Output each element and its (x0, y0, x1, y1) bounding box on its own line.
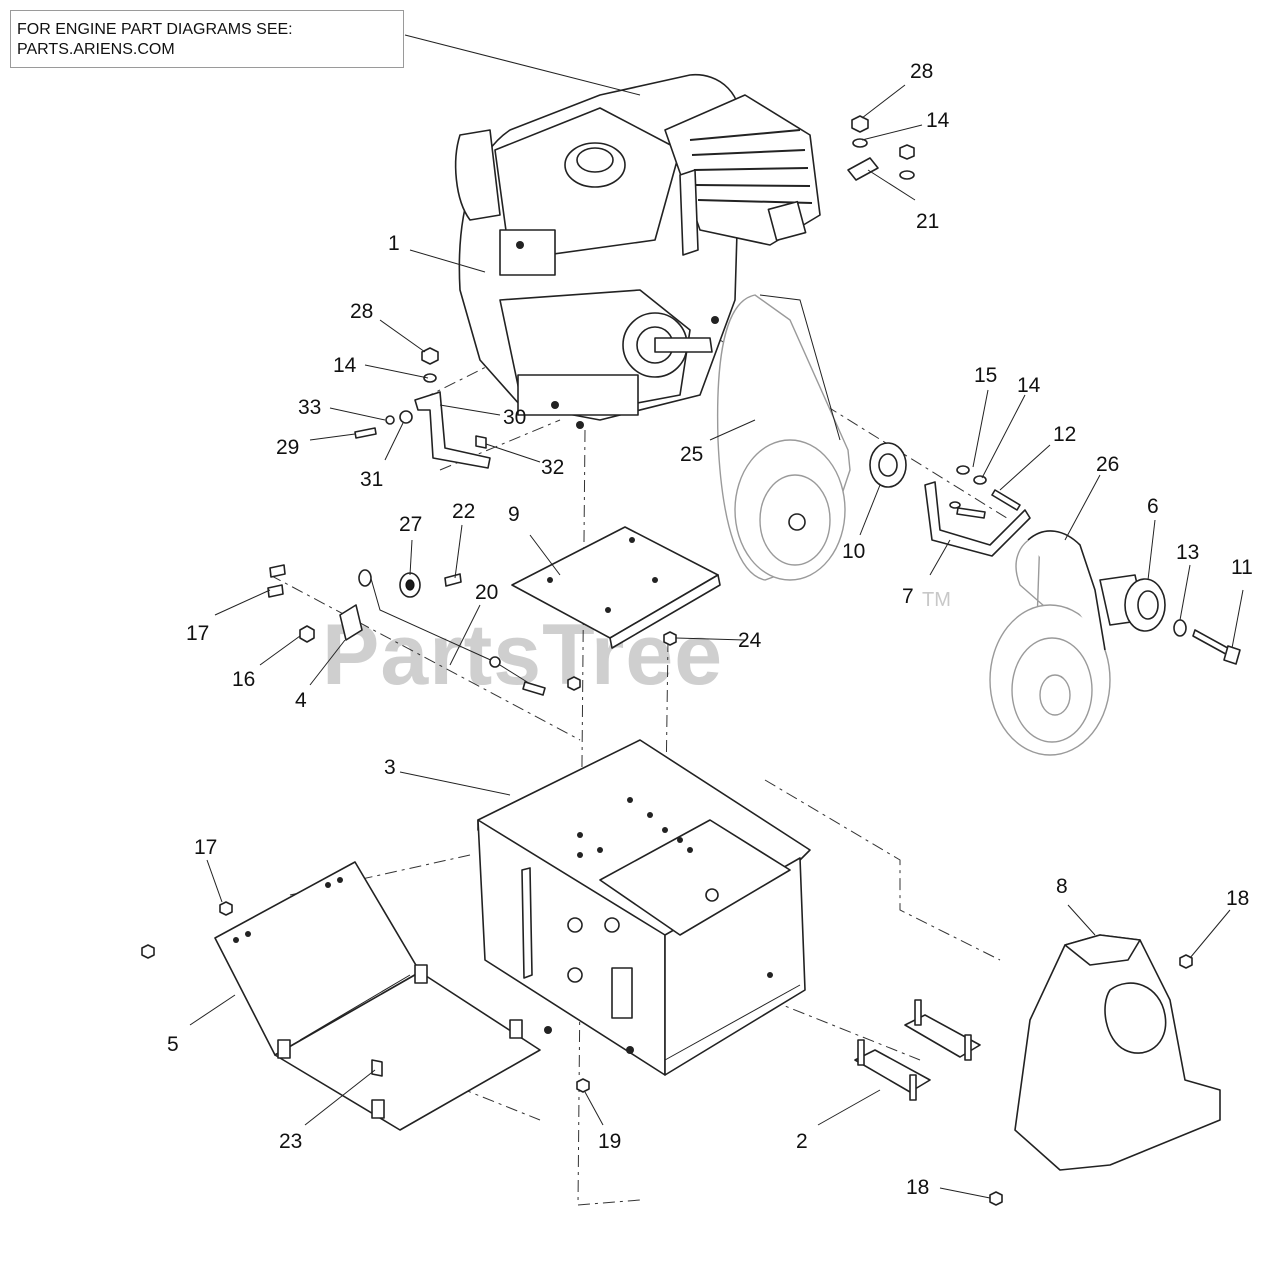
callout-14: 14 (1017, 374, 1041, 397)
belt-cover (1014, 934, 1221, 1171)
auger-belt-pulley (989, 530, 1111, 756)
bottom-shroud (141, 861, 541, 1131)
callout-26: 26 (1096, 453, 1119, 476)
callout-17: 17 (186, 622, 209, 645)
engine (454, 74, 821, 429)
idler-pulley (869, 442, 907, 488)
note-line-1: FOR ENGINE PART DIAGRAMS SEE: (17, 21, 293, 38)
belt-pulley-assembly (716, 294, 851, 581)
callout-19: 19 (598, 1130, 621, 1153)
note-line-2: PARTS.ARIENS.COM (17, 41, 175, 58)
frame-housing (477, 739, 811, 1076)
callout-30: 30 (503, 406, 526, 429)
callout-leaders (189, 34, 1244, 1199)
callout-11: 11 (1231, 556, 1253, 579)
engine-diagram-note: FOR ENGINE PART DIAGRAMS SEE: PARTS.ARIE… (10, 10, 404, 68)
idler-arm (924, 465, 1031, 557)
drive-pulley (1099, 574, 1241, 665)
top-right-fasteners (847, 115, 915, 181)
callout-12: 12 (1053, 423, 1076, 446)
callout-8: 8 (1056, 875, 1068, 898)
callout-4: 4 (295, 689, 307, 712)
callout-17: 17 (194, 836, 217, 859)
callout-14: 14 (926, 109, 950, 132)
callout-2: 2 (796, 1130, 808, 1153)
callout-5: 5 (167, 1033, 179, 1056)
callout-18: 18 (1226, 887, 1249, 910)
callout-10: 10 (842, 540, 865, 563)
callout-22: 22 (452, 500, 475, 523)
callout-21: 21 (916, 210, 939, 233)
callout-14: 14 (333, 354, 357, 377)
callout-33: 33 (298, 396, 321, 419)
callout-9: 9 (508, 503, 520, 526)
engine-plate (511, 526, 721, 649)
callout-32: 32 (541, 456, 564, 479)
watermark-trademark: TM (922, 589, 951, 611)
callout-6: 6 (1147, 495, 1159, 518)
callout-25: 25 (680, 443, 703, 466)
callout-16: 16 (232, 668, 255, 691)
mounting-brackets (854, 999, 981, 1101)
callout-29: 29 (276, 436, 299, 459)
callout-18: 18 (906, 1176, 929, 1199)
screws (567, 631, 1193, 1206)
callout-31: 31 (360, 468, 383, 491)
callout-28: 28 (910, 60, 933, 83)
callout-23: 23 (279, 1130, 302, 1153)
callout-1: 1 (388, 232, 400, 255)
callout-labels: 28 14 21 1 28 14 33 30 29 31 32 15 14 12… (167, 60, 1253, 1199)
callout-28: 28 (350, 300, 373, 323)
callout-13: 13 (1176, 541, 1199, 564)
callout-27: 27 (399, 513, 422, 536)
callout-20: 20 (475, 581, 498, 604)
callout-7: 7 (902, 585, 914, 608)
callout-15: 15 (974, 364, 997, 387)
chute-linkage (267, 564, 546, 696)
starter-bracket (354, 347, 491, 469)
callout-24: 24 (738, 629, 762, 652)
callout-3: 3 (384, 756, 396, 779)
